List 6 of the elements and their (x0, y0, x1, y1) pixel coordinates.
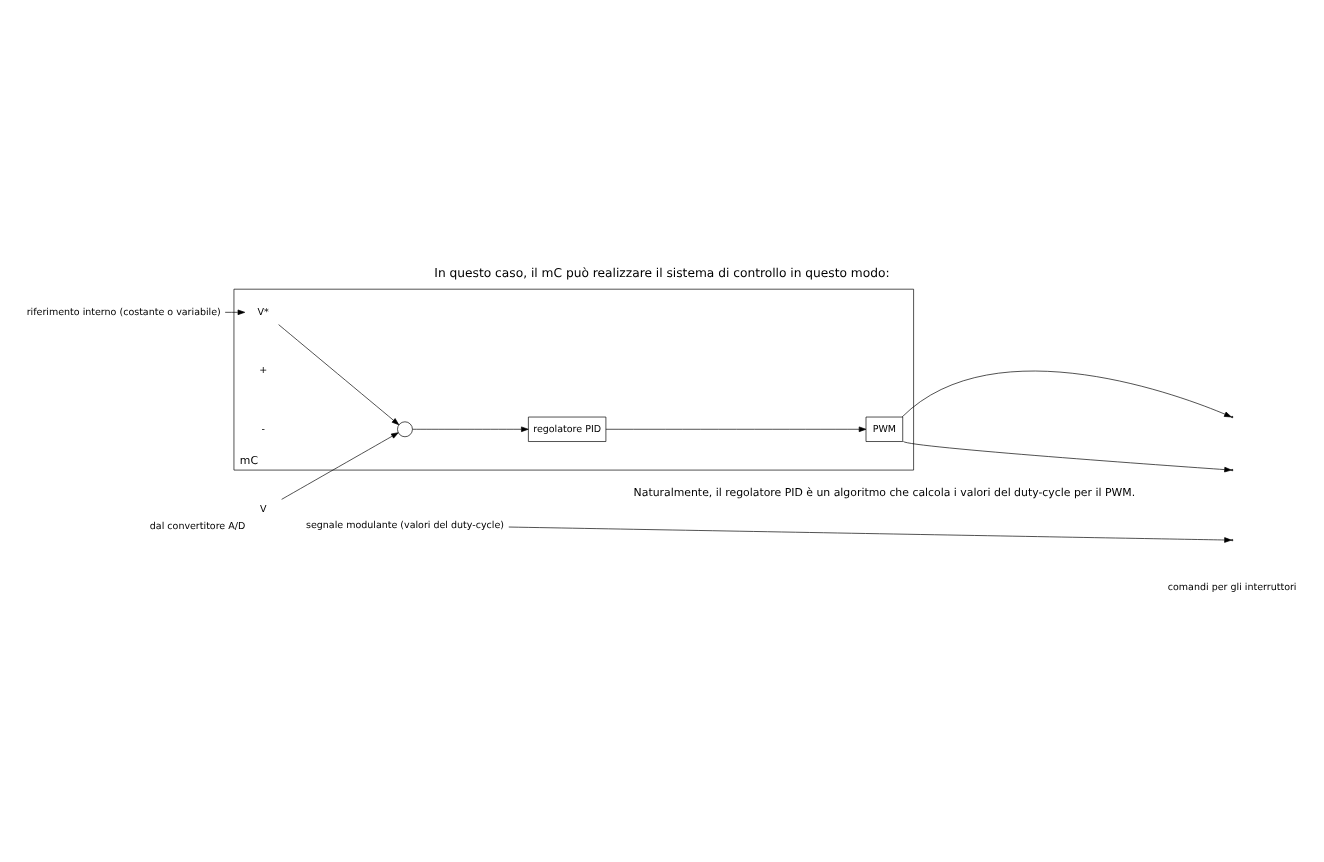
arrow (605, 425, 867, 431)
arrow (224, 308, 246, 315)
arrow (278, 323, 400, 425)
arrow (281, 431, 399, 499)
arrow (412, 425, 529, 431)
node-circle (397, 420, 413, 437)
